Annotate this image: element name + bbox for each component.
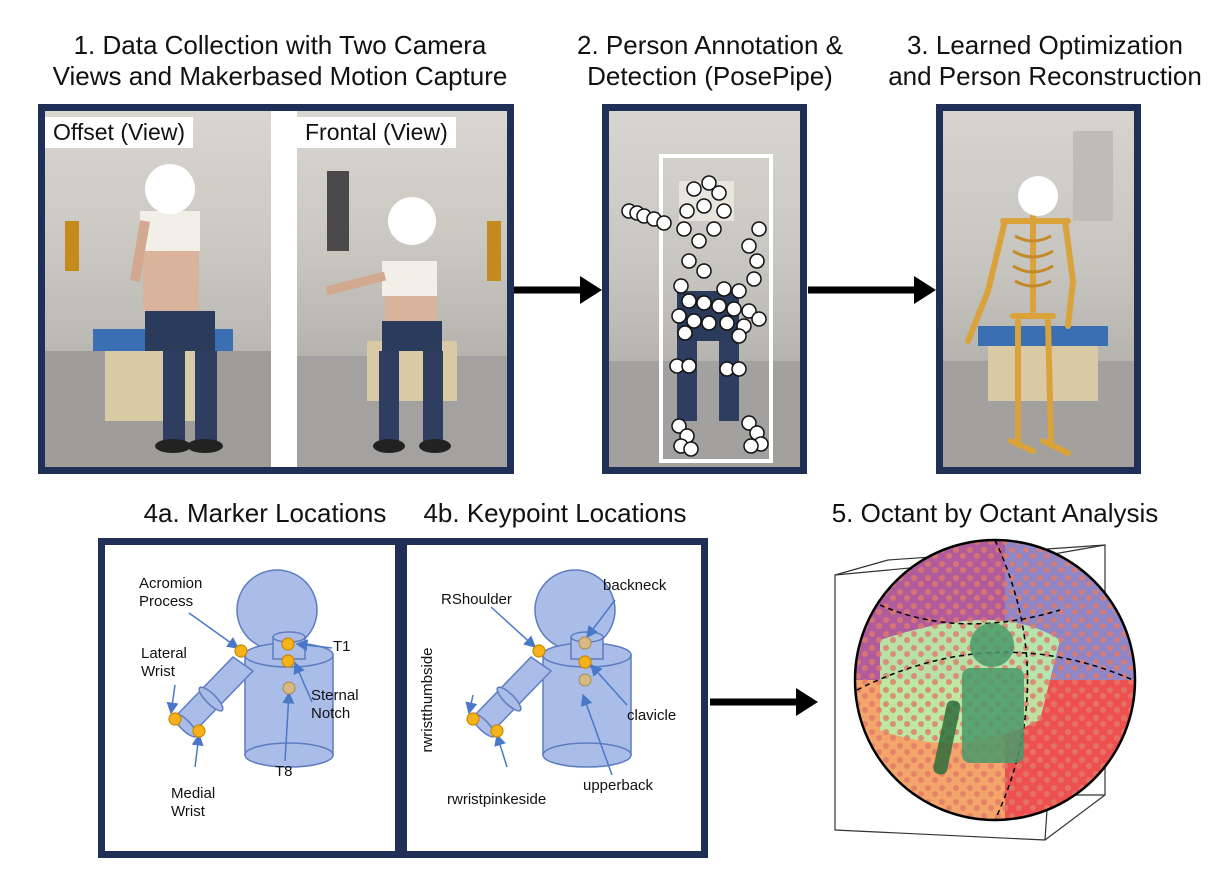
label-sternal-notch: Sternal Notch xyxy=(311,687,359,722)
title-person-annotation: 2. Person Annotation &Detection (PosePip… xyxy=(577,30,843,91)
reconstruction-photo xyxy=(943,111,1134,467)
posepipe-photo xyxy=(609,111,800,467)
keypoint-diagram xyxy=(465,569,632,776)
label-rwristthumbside: rwristthumbside xyxy=(419,647,436,753)
label-upperback: upperback xyxy=(583,777,654,794)
label-backneck: backneck xyxy=(603,577,667,594)
label-clavicle: clavicle xyxy=(627,707,677,724)
label-medial-wrist: Medial Wrist xyxy=(171,785,216,820)
label-t8: T8 xyxy=(275,763,293,780)
panel-posepipe xyxy=(602,104,807,474)
panel-data-collection: Offset (View) Frontal (View) xyxy=(38,104,514,474)
panel-keypoint-locations: RShoulder backneck rwristthumbside clavi… xyxy=(400,538,708,858)
title-marker-locations: 4a. Marker Locations xyxy=(143,498,387,528)
label-t1: T1 xyxy=(333,638,351,655)
marker-diagram xyxy=(166,569,334,768)
label-lateral-wrist: Lateral Wrist xyxy=(141,645,187,680)
title-keypoint-locations: 4b. Keypoint Locations xyxy=(423,498,687,528)
panel-marker-locations: Acromion Process T1 Lateral Wrist Sterna… xyxy=(98,538,402,858)
label-acromion-process: Acromion Process xyxy=(139,575,203,610)
offset-view-label: Offset (View) xyxy=(45,117,194,148)
frontal-view-photo: Frontal (View) xyxy=(297,111,507,467)
label-rwristpinkeside: rwristpinkeside xyxy=(447,791,547,808)
title-octant-analysis: 5. Octant by Octant Analysis xyxy=(831,498,1159,528)
label-rshoulder: RShoulder xyxy=(441,591,512,608)
skeleton-overlay xyxy=(943,131,1134,467)
offset-view-photo: Offset (View) xyxy=(45,111,271,467)
view-divider xyxy=(271,111,297,467)
posepipe-keypoints-overlay xyxy=(609,154,800,467)
panel-reconstruction xyxy=(936,104,1141,474)
frontal-view-label: Frontal (View) xyxy=(297,117,456,148)
